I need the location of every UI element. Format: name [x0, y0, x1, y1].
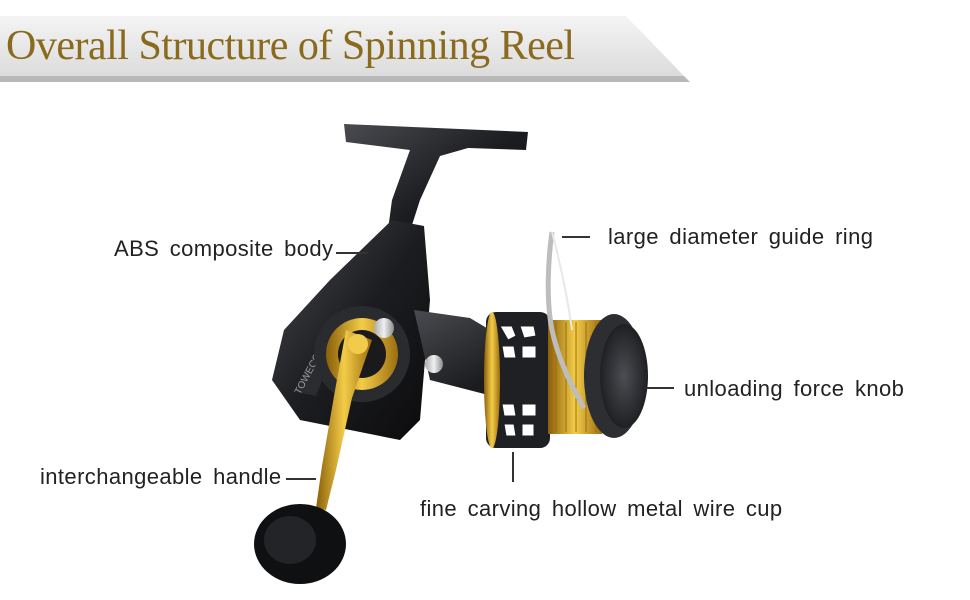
- banner-title: Overall Structure of Spinning Reel: [6, 23, 575, 69]
- reel-foot: [344, 124, 528, 260]
- banner-ribbon-shape: [0, 16, 690, 82]
- callout-unloading-knob: unloading force knob: [684, 376, 905, 401]
- handle-knob: [254, 504, 346, 584]
- leader-line-body: [336, 252, 368, 254]
- handle-arm: [316, 330, 372, 510]
- callout-abs-body: ABS composite body: [114, 236, 334, 261]
- title-banner: Overall Structure of Spinning Reel: [0, 12, 690, 82]
- leader-line-cup: [512, 452, 514, 482]
- callout-guide-ring: large diameter guide ring: [608, 224, 874, 249]
- wire-cup-spool: [484, 312, 602, 448]
- leader-line-knob: [646, 387, 674, 389]
- bail-wire: [545, 231, 587, 410]
- leader-line-handle: [286, 478, 316, 480]
- callout-wire-cup: fine carving hollow metal wire cup: [420, 496, 783, 521]
- leader-line-guide-ring: [562, 236, 590, 238]
- callout-handle: interchangeable handle: [40, 464, 282, 489]
- drag-knob: [584, 314, 648, 438]
